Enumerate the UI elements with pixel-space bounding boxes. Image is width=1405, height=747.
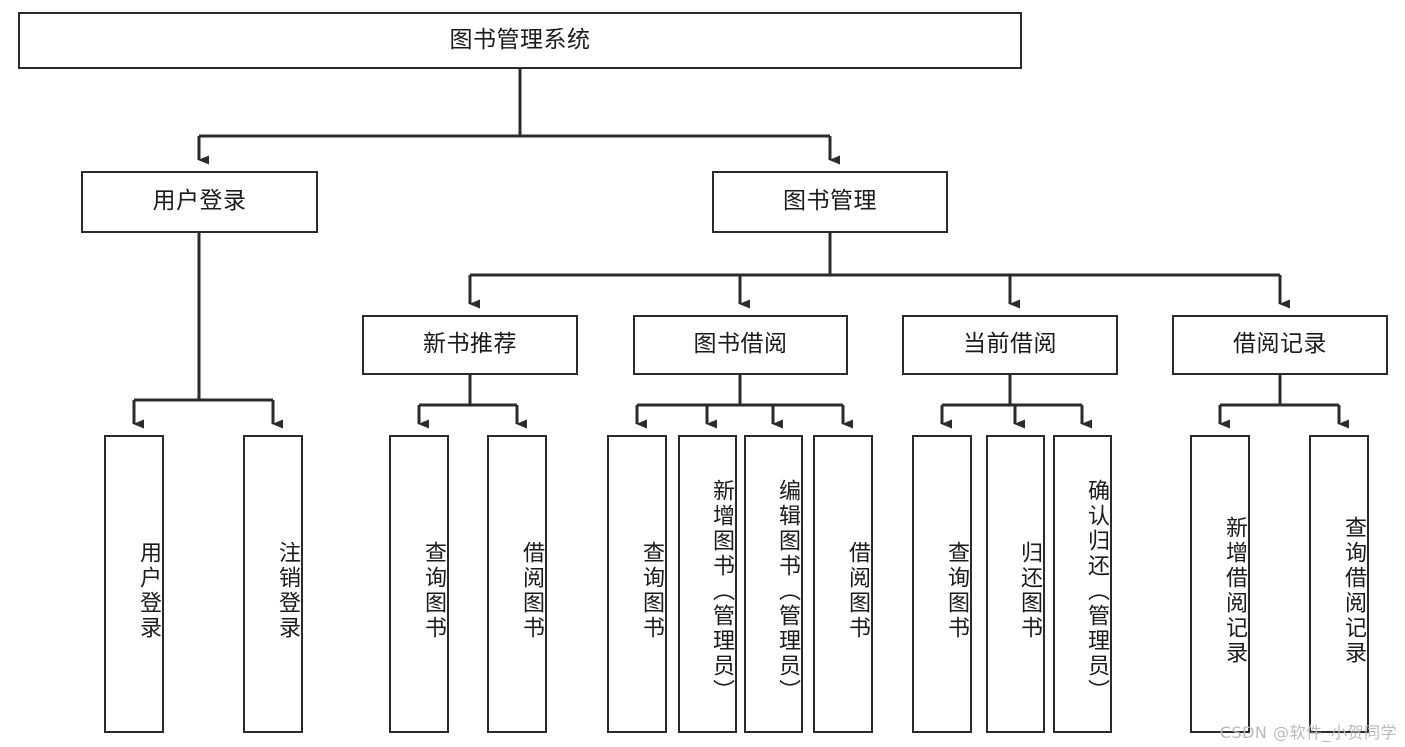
leaf-node-box[interactable]: 查询图书 [912, 435, 972, 733]
leaf-node-label: 新增借阅记录 [1222, 516, 1247, 666]
leaf-node-box[interactable]: 确认归还（管理员） [1053, 435, 1112, 733]
leaf-node-box[interactable]: 借阅图书 [813, 435, 873, 733]
leaf-node-label: 确认归还（管理员） [1084, 478, 1109, 704]
level3-node-box[interactable]: 借阅记录 [1172, 315, 1388, 375]
leaf-node-label: 查询图书 [421, 541, 446, 641]
level3-node-box[interactable]: 图书借阅 [633, 315, 848, 375]
level3-node-box[interactable]: 当前借阅 [902, 315, 1118, 375]
leaf-node-box[interactable]: 编辑图书（管理员） [744, 435, 803, 733]
leaf-node-box[interactable]: 借阅图书 [487, 435, 547, 733]
leaf-node-label: 借阅图书 [519, 541, 544, 641]
leaf-node-label: 新增图书（管理员） [709, 478, 734, 704]
leaf-node-box[interactable]: 新增图书（管理员） [678, 435, 737, 733]
level2-node-box[interactable]: 图书管理 [712, 171, 948, 233]
leaf-node-label: 查询借阅记录 [1341, 516, 1366, 666]
leaf-node-box[interactable]: 用户登录 [104, 435, 164, 733]
level3-node-label: 新书推荐 [423, 331, 517, 358]
root-node-box[interactable]: 图书管理系统 [18, 12, 1022, 69]
level3-node-label: 图书借阅 [693, 331, 788, 358]
level2-node-box[interactable]: 用户登录 [81, 171, 318, 233]
level3-node-box[interactable]: 新书推荐 [362, 315, 578, 375]
leaf-node-label: 归还图书 [1017, 541, 1042, 641]
leaf-node-box[interactable]: 查询图书 [389, 435, 449, 733]
level3-node-label: 借阅记录 [1233, 331, 1327, 358]
level2-node-label: 用户登录 [152, 188, 247, 215]
leaf-node-label: 查询图书 [944, 541, 969, 641]
leaf-node-label: 注销登录 [275, 541, 300, 641]
leaf-node-box[interactable]: 注销登录 [243, 435, 303, 733]
leaf-node-label: 编辑图书（管理员） [775, 478, 800, 704]
leaf-node-label: 借阅图书 [845, 541, 870, 641]
level2-node-label: 图书管理 [783, 188, 877, 215]
leaf-node-label: 查询图书 [639, 541, 664, 641]
leaf-node-box[interactable]: 查询借阅记录 [1309, 435, 1369, 733]
root-node-label: 图书管理系统 [449, 26, 591, 53]
connector-group [132, 69, 1349, 429]
leaf-node-box[interactable]: 归还图书 [986, 435, 1045, 733]
leaf-node-box[interactable]: 查询图书 [607, 435, 667, 733]
leaf-node-label: 用户登录 [136, 541, 161, 641]
leaf-node-box[interactable]: 新增借阅记录 [1190, 435, 1250, 733]
level3-node-label: 当前借阅 [963, 331, 1057, 358]
